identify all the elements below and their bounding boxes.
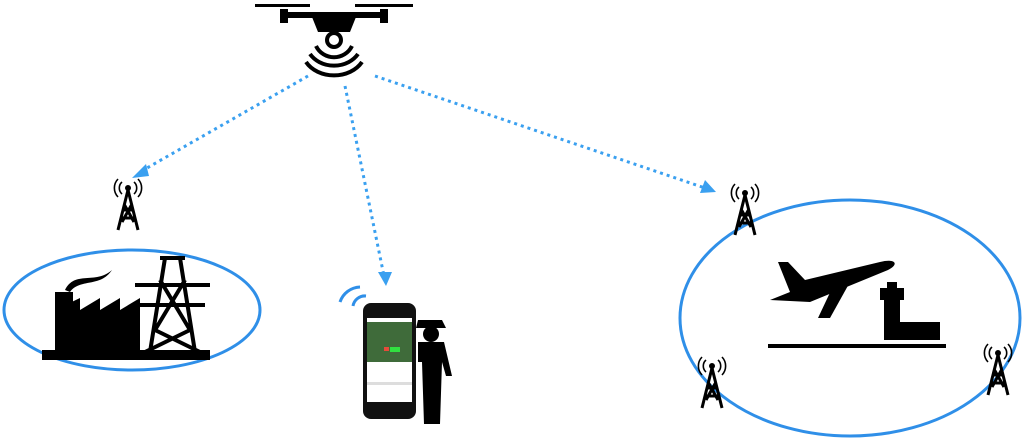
- smartphone-icon: [363, 303, 416, 419]
- control-tower-icon: [880, 282, 940, 340]
- industrial-zone-boundary: [2, 248, 262, 372]
- signal-icon: [338, 285, 367, 307]
- drone-icon: [255, 4, 413, 78]
- link-to-airport: [374, 74, 706, 190]
- cell-tower-icon: [982, 342, 1014, 397]
- police-officer-icon: [416, 320, 452, 424]
- airplane-icon: [770, 260, 895, 318]
- wireless-links: [139, 74, 706, 277]
- power-pylon-icon: [135, 256, 210, 354]
- cell-tower-icon: [696, 355, 728, 410]
- factory-icon: [42, 270, 210, 360]
- cell-tower-icon: [112, 177, 144, 232]
- runway-icon: [768, 344, 946, 348]
- link-to-operator: [343, 85, 386, 277]
- link-to-industrial: [139, 74, 309, 174]
- airport-zone-boundary: [678, 198, 1022, 438]
- cell-tower-icon: [729, 182, 761, 237]
